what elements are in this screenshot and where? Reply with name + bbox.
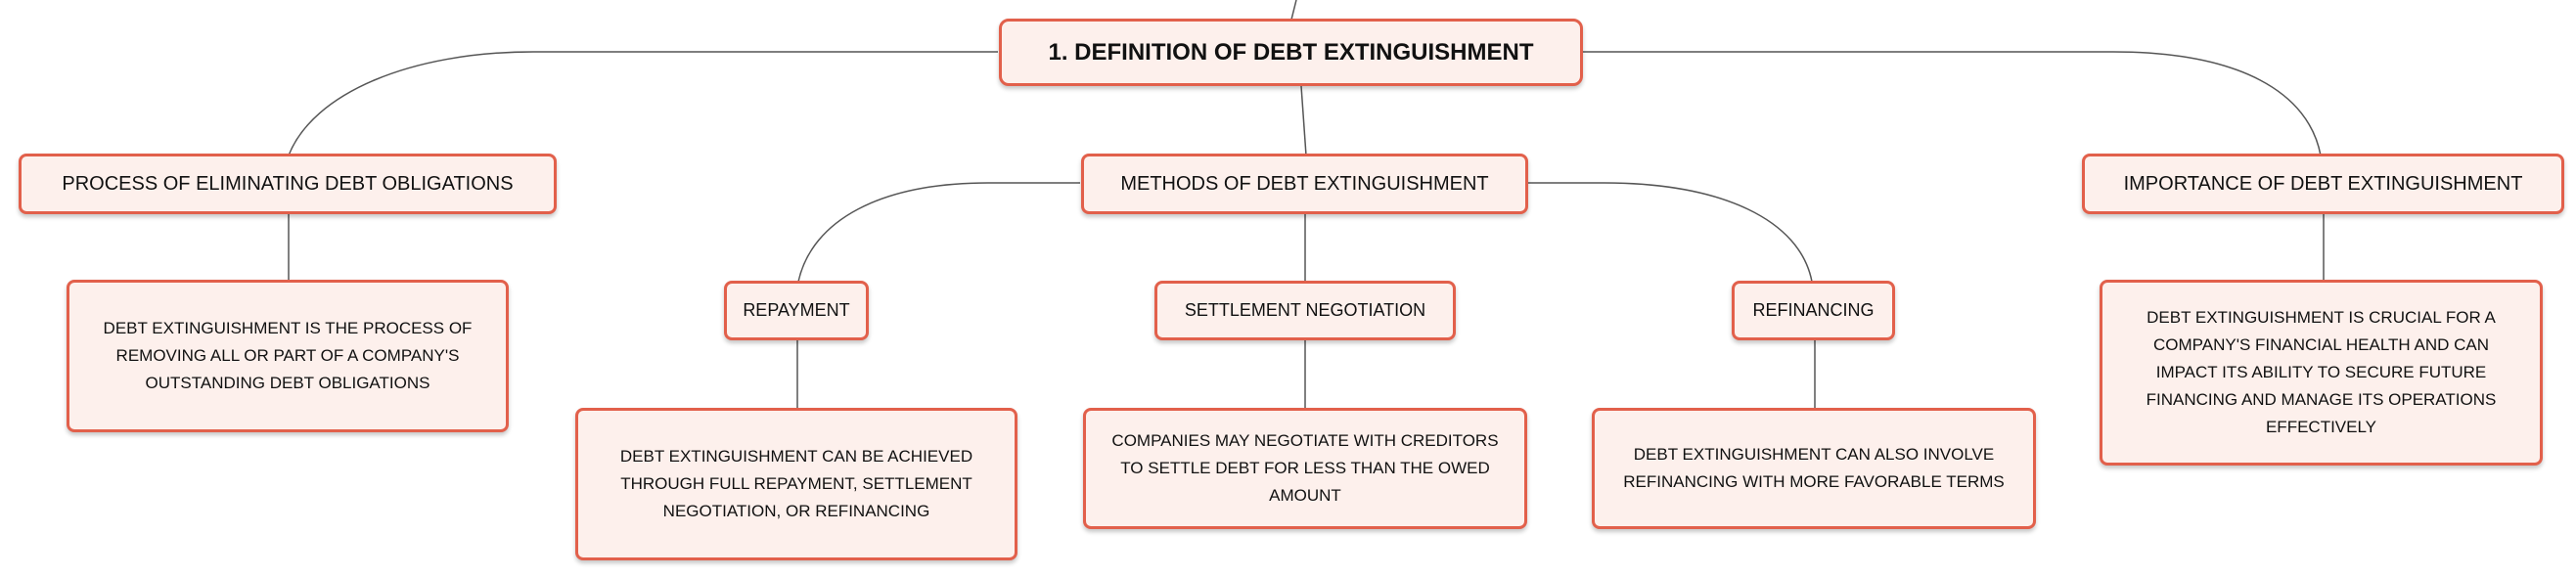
detail-repayment-node[interactable]: DEBT EXTINGUISHMENT CAN BE ACHIEVED THRO… xyxy=(575,408,1017,560)
detail-repayment-text: DEBT EXTINGUISHMENT CAN BE ACHIEVED THRO… xyxy=(619,447,973,520)
detail-process-node[interactable]: DEBT EXTINGUISHMENT IS THE PROCESS OF RE… xyxy=(67,280,509,432)
connector-root-importance xyxy=(1580,51,2322,156)
connector-parent-root xyxy=(1290,0,1297,21)
branch-process-node[interactable]: PROCESS OF ELIMINATING DEBT OBLIGATIONS xyxy=(19,154,557,214)
detail-settlement-node[interactable]: COMPANIES MAY NEGOTIATE WITH CREDITORS T… xyxy=(1083,408,1527,529)
branch-methods-node[interactable]: METHODS OF DEBT EXTINGUISHMENT xyxy=(1081,154,1528,214)
sub-settlement-node[interactable]: SETTLEMENT NEGOTIATION xyxy=(1154,281,1456,340)
connector-root-process xyxy=(288,51,998,156)
detail-settlement-text: COMPANIES MAY NEGOTIATE WITH CREDITORS T… xyxy=(1111,431,1499,505)
detail-importance-node[interactable]: DEBT EXTINGUISHMENT IS CRUCIAL FOR A COM… xyxy=(2100,280,2543,466)
detail-refinancing-text: DEBT EXTINGUISHMENT CAN ALSO INVOLVE REF… xyxy=(1623,445,2005,491)
root-node-label: 1. DEFINITION OF DEBT EXTINGUISHMENT xyxy=(1048,38,1534,66)
sub-repayment-label: REPAYMENT xyxy=(743,300,850,320)
branch-importance-node[interactable]: IMPORTANCE OF DEBT EXTINGUISHMENT xyxy=(2082,154,2564,214)
connector-methods-refinancing xyxy=(1528,182,1813,283)
sub-repayment-node[interactable]: REPAYMENT xyxy=(724,281,869,340)
sub-settlement-label: SETTLEMENT NEGOTIATION xyxy=(1184,300,1426,320)
connector-root-methods xyxy=(1300,85,1307,156)
sub-refinancing-node[interactable]: REFINANCING xyxy=(1732,281,1895,340)
root-node[interactable]: 1. DEFINITION OF DEBT EXTINGUISHMENT xyxy=(999,19,1583,86)
branch-methods-label: METHODS OF DEBT EXTINGUISHMENT xyxy=(1120,172,1489,195)
sub-refinancing-label: REFINANCING xyxy=(1752,300,1875,320)
connector-methods-repayment xyxy=(797,182,1080,283)
detail-process-text: DEBT EXTINGUISHMENT IS THE PROCESS OF RE… xyxy=(103,319,473,392)
branch-process-label: PROCESS OF ELIMINATING DEBT OBLIGATIONS xyxy=(62,172,514,195)
detail-importance-text: DEBT EXTINGUISHMENT IS CRUCIAL FOR A COM… xyxy=(2146,308,2497,436)
detail-refinancing-node[interactable]: DEBT EXTINGUISHMENT CAN ALSO INVOLVE REF… xyxy=(1592,408,2036,529)
branch-importance-label: IMPORTANCE OF DEBT EXTINGUISHMENT xyxy=(2123,172,2523,195)
